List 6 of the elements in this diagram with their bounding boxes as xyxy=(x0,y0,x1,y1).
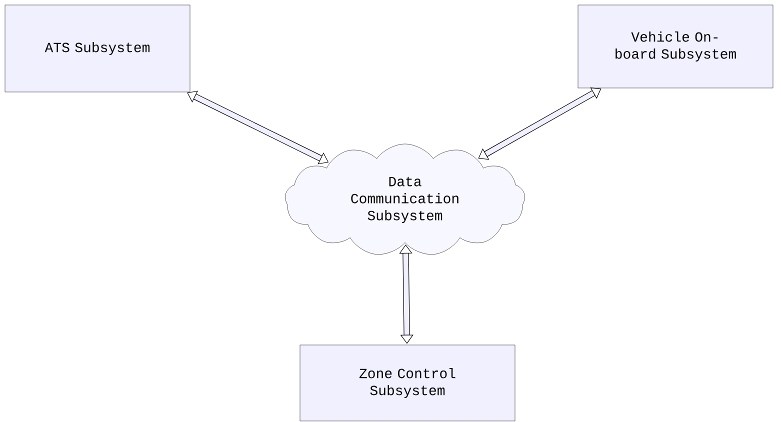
network-cloud: Data Communication Subsystem xyxy=(285,144,525,255)
subsystem-box: Vehicle On- board Subsystem xyxy=(578,4,774,88)
subsystem-box: Zone Control Subsystem xyxy=(300,344,516,422)
subsystem-box: ATS Subsystem xyxy=(4,4,190,92)
double-arrow xyxy=(399,244,414,344)
double-arrow xyxy=(478,87,602,160)
